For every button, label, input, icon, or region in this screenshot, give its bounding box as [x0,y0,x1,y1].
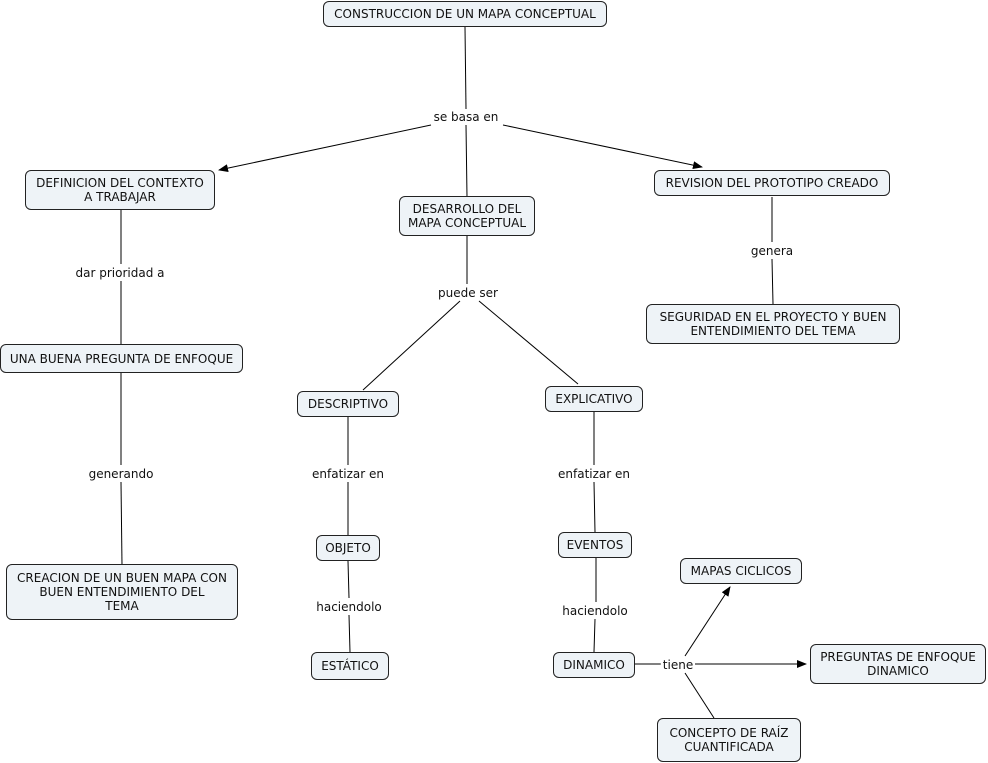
concept-estatico[interactable]: ESTÁTICO [311,652,389,680]
concept-buena-pregunta[interactable]: UNA BUENA PREGUNTA DE ENFOQUE [0,344,243,373]
concept-revision-prototipo[interactable]: REVISION DEL PROTOTIPO CREADO [654,170,890,196]
concept-definicion-contexto[interactable]: DEFINICION DEL CONTEXTO A TRABAJAR [25,170,215,210]
link-genera: genera [748,244,796,258]
concept-preguntas-enfoque-dinamico[interactable]: PREGUNTAS DE ENFOQUE DINAMICO [810,644,986,684]
link-enfatizar-descriptivo: enfatizar en [310,467,386,481]
link-generando: generando [86,467,156,481]
concept-desarrollo-mapa[interactable]: DESARROLLO DEL MAPA CONCEPTUAL [399,196,535,236]
concept-eventos[interactable]: EVENTOS [558,532,632,558]
link-haciendolo-objeto: haciendolo [314,600,384,614]
link-puede-ser: puede ser [436,286,500,300]
concept-raiz-cuantificada[interactable]: CONCEPTO DE RAÍZ CUANTIFICADA [657,718,801,762]
link-dar-prioridad: dar prioridad a [73,266,167,280]
link-se-basa-en: se basa en [431,110,501,124]
link-enfatizar-explicativo: enfatizar en [556,467,632,481]
link-haciendolo-eventos: haciendolo [560,604,630,618]
concept-explicativo[interactable]: EXPLICATIVO [545,386,643,412]
concept-descriptivo[interactable]: DESCRIPTIVO [297,391,399,417]
concept-objeto[interactable]: OBJETO [316,535,380,561]
concept-seguridad-proyecto[interactable]: SEGURIDAD EN EL PROYECTO Y BUEN ENTENDIM… [646,304,900,344]
concept-creacion-mapa[interactable]: CREACION DE UN BUEN MAPA CON BUEN ENTEND… [6,564,238,620]
link-tiene: tiene [660,658,696,672]
concept-construccion[interactable]: CONSTRUCCION DE UN MAPA CONCEPTUAL [323,1,607,27]
concept-mapas-ciclicos[interactable]: MAPAS CICLICOS [680,558,802,584]
concept-dinamico[interactable]: DINAMICO [553,652,635,678]
